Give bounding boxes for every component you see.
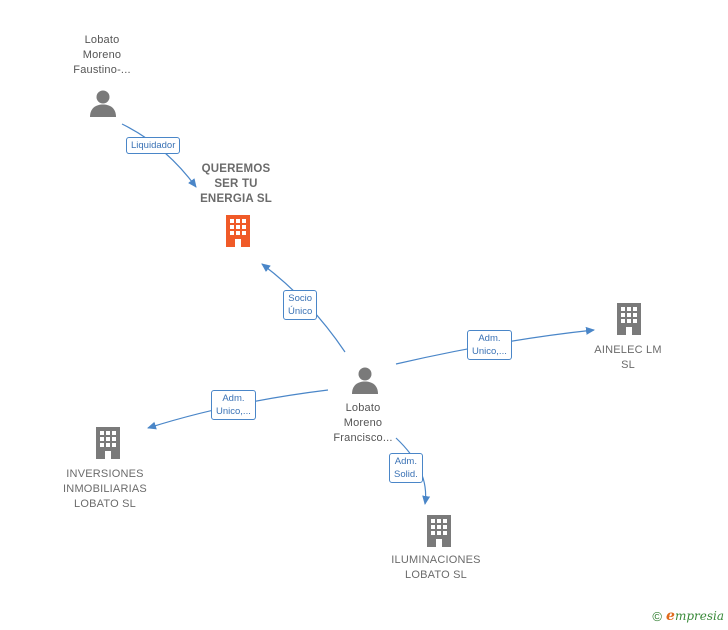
label-line: SER TU bbox=[214, 178, 258, 190]
person-icon[interactable] bbox=[350, 365, 380, 395]
brand-name: mpresia bbox=[674, 609, 724, 623]
label-line: Lobato bbox=[84, 34, 120, 46]
edge-label-line: Unico,... bbox=[472, 346, 507, 357]
label-line: LOBATO SL bbox=[405, 569, 467, 581]
edge-label-line: Unico,... bbox=[216, 406, 251, 417]
node-label-iluminaciones: ILUMINACIONES LOBATO SL bbox=[376, 553, 496, 583]
brand-logo[interactable]: empresia bbox=[666, 608, 724, 624]
copyright-symbol: © bbox=[652, 608, 663, 624]
edge-label-line: Socio bbox=[288, 293, 313, 304]
edge-label-liquidador[interactable]: Liquidador bbox=[126, 137, 181, 154]
label-line: AINELEC LM bbox=[594, 344, 662, 356]
label-line: Moreno bbox=[82, 49, 122, 61]
label-line: ENERGIA SL bbox=[200, 193, 272, 205]
building-icon[interactable] bbox=[614, 302, 644, 336]
node-label-inversiones: INVERSIONES INMOBILIARIAS LOBATO SL bbox=[45, 467, 165, 512]
edge-label-line: Adm. bbox=[478, 333, 501, 344]
footer-brand: © empresia bbox=[652, 608, 724, 624]
label-line: SL bbox=[621, 359, 635, 371]
label-line: Francisco... bbox=[333, 432, 393, 444]
node-label-francisco: Lobato Moreno Francisco... bbox=[313, 401, 413, 446]
node-label-ainelec: AINELEC LM SL bbox=[578, 343, 678, 373]
label-line: LOBATO SL bbox=[74, 498, 136, 510]
edge-label-adm-inversiones[interactable]: Adm. Unico,... bbox=[211, 390, 256, 420]
edge-label-line: Único bbox=[288, 306, 313, 317]
edge-label-line: Liquidador bbox=[131, 140, 176, 151]
building-icon[interactable] bbox=[93, 426, 123, 460]
edge-label-line: Solid. bbox=[394, 469, 418, 480]
label-line: INVERSIONES bbox=[66, 468, 144, 480]
person-icon[interactable] bbox=[88, 88, 118, 118]
edge-label-adm-iluminaciones[interactable]: Adm. Solid. bbox=[389, 453, 423, 483]
node-label-queremos: QUEREMOS SER TU ENERGIA SL bbox=[180, 162, 292, 207]
label-line: INMOBILIARIAS bbox=[63, 483, 147, 495]
label-line: ILUMINACIONES bbox=[391, 554, 481, 566]
edge-label-socio-unico[interactable]: Socio Único bbox=[283, 290, 318, 320]
label-line: QUEREMOS bbox=[201, 163, 271, 175]
label-line: Lobato bbox=[345, 402, 381, 414]
label-line: Faustino-... bbox=[73, 64, 131, 76]
node-label-faustino: Lobato Moreno Faustino-... bbox=[52, 33, 152, 78]
edge-label-line: Adm. bbox=[222, 393, 245, 404]
edge-label-line: Adm. bbox=[394, 456, 417, 467]
label-line: Moreno bbox=[343, 417, 383, 429]
edge-label-adm-ainelec[interactable]: Adm. Unico,... bbox=[467, 330, 512, 360]
building-icon[interactable] bbox=[424, 514, 454, 548]
brand-initial: e bbox=[666, 608, 675, 624]
building-icon[interactable] bbox=[223, 214, 253, 248]
